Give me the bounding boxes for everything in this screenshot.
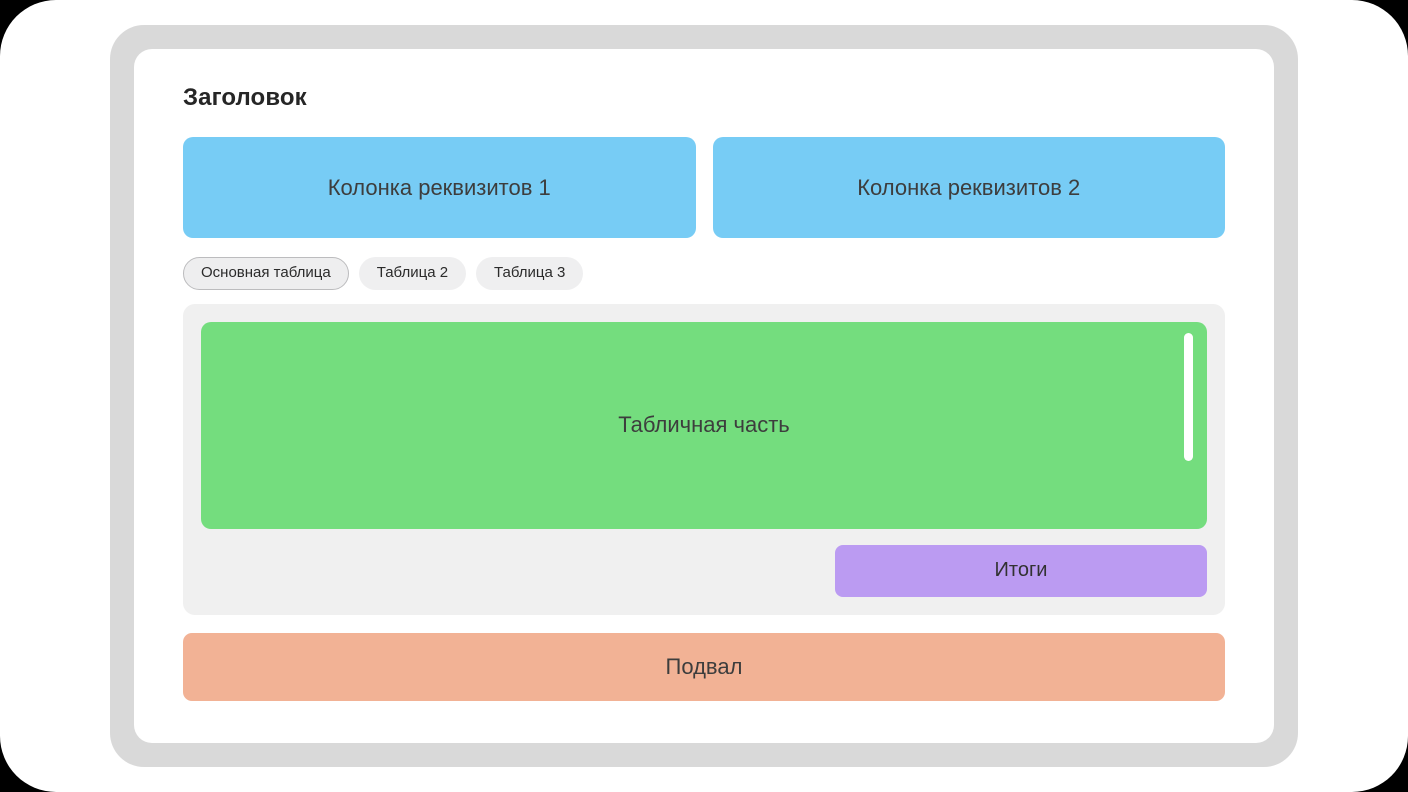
page-title: Заголовок bbox=[183, 84, 307, 111]
requisite-column-2[interactable]: Колонка реквизитов 2 bbox=[712, 137, 1225, 239]
tab-main-table-label: Основная таблица bbox=[201, 264, 331, 282]
requisite-column-1-label: Колонка реквизитов 1 bbox=[327, 174, 551, 200]
requisite-column-1[interactable]: Колонка реквизитов 1 bbox=[183, 137, 696, 239]
tab-table-3-label: Таблица 3 bbox=[494, 264, 566, 282]
totals-bar[interactable]: Итоги bbox=[835, 544, 1207, 597]
requisite-column-2-label: Колонка реквизитов 2 bbox=[857, 174, 1081, 200]
totals-row: Итоги bbox=[201, 544, 1207, 597]
vertical-scrollbar-thumb[interactable] bbox=[1184, 332, 1193, 461]
table-body[interactable]: Табличная часть bbox=[201, 321, 1207, 529]
totals-bar-label: Итоги bbox=[994, 559, 1048, 582]
tab-table-3[interactable]: Таблица 3 bbox=[476, 257, 584, 290]
table-section: Табличная часть Итоги bbox=[183, 303, 1225, 615]
tab-main-table[interactable]: Основная таблица bbox=[183, 257, 349, 290]
form-footer[interactable]: Подвал bbox=[183, 632, 1225, 701]
tab-table-2[interactable]: Таблица 2 bbox=[358, 257, 467, 290]
requisites-row: Колонка реквизитов 1 Колонка реквизитов … bbox=[183, 137, 1225, 239]
form-footer-label: Подвал bbox=[665, 653, 743, 679]
window-frame: Заголовок Колонка реквизитов 1 Колонка р… bbox=[110, 25, 1298, 767]
form-card: Заголовок Колонка реквизитов 1 Колонка р… bbox=[134, 49, 1274, 743]
tab-table-2-label: Таблица 2 bbox=[376, 264, 449, 282]
table-body-label: Табличная часть bbox=[618, 412, 790, 438]
tabs-row: Основная таблица Таблица 2 Таблица 3 bbox=[183, 257, 1225, 290]
